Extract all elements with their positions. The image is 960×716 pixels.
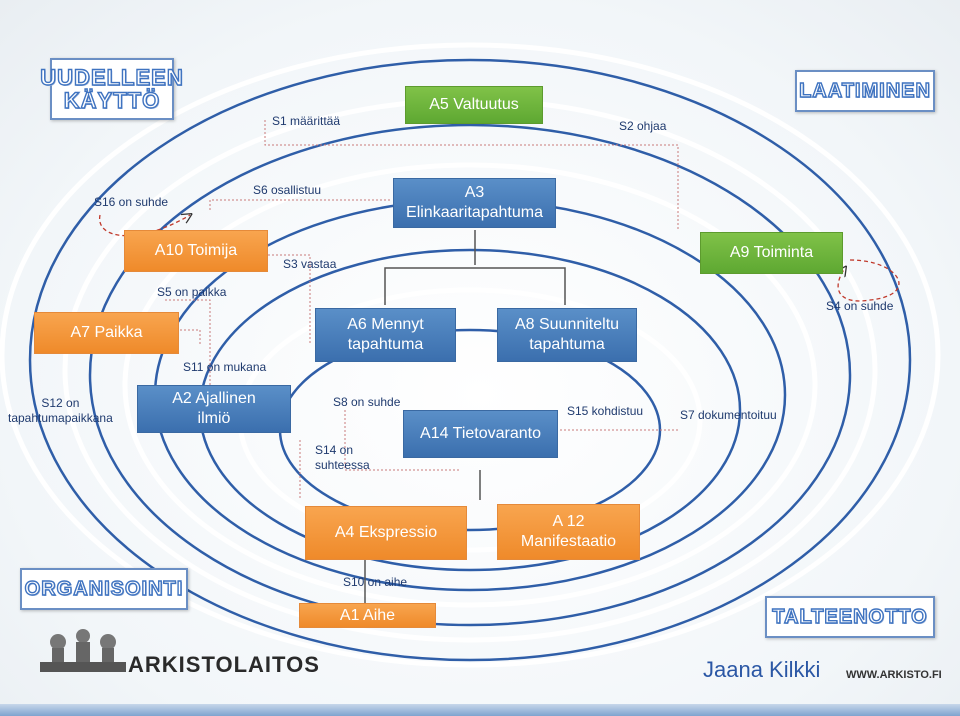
relation-s4: S4 on suhde xyxy=(826,299,894,313)
entity-a4-ekspressio[interactable]: A4 Ekspressio xyxy=(305,506,467,560)
line-s8 xyxy=(344,410,460,471)
ring-1 xyxy=(0,42,941,668)
relation-s16: S16 on suhde xyxy=(94,195,169,209)
relation-s2: S2 ohjaa xyxy=(619,119,667,133)
relation-s14: S14 on suhteessa xyxy=(315,443,370,472)
entity-a3-elinkaaritapahtuma[interactable]: A3 Elinkaaritapahtuma xyxy=(393,178,556,228)
tag-organisointi: ORGANISOINTI xyxy=(20,568,188,610)
entity-a1-aihe[interactable]: A1 Aihe xyxy=(299,603,436,628)
line-s3 xyxy=(268,254,311,345)
archive-emblem-icon xyxy=(40,629,126,672)
tag-uudelleen-kaytto: UUDELLEEN KÄYTTÖ xyxy=(40,58,183,120)
connector-a6-a8 xyxy=(384,267,566,305)
line-s11 xyxy=(180,329,201,345)
relation-s6: S6 osallistuu xyxy=(253,183,322,197)
entity-a6-mennyt-tapahtuma[interactable]: A6 Mennyt tapahtuma xyxy=(315,308,456,362)
ring-2 xyxy=(28,58,912,662)
relation-s15: S15 kohdistuu xyxy=(567,404,644,418)
author-name: Jaana Kilkki xyxy=(703,657,821,682)
ring-5 xyxy=(122,162,818,608)
relation-s10: S10 on aihe xyxy=(343,575,408,589)
ring-4 xyxy=(88,123,852,627)
entity-a2-ajallinen-ilmio[interactable]: A2 Ajallinen ilmiö xyxy=(137,385,291,433)
arc-s4 xyxy=(838,259,900,302)
entity-a8-suunniteltu-tapahtuma[interactable]: A8 Suunniteltu tapahtuma xyxy=(497,308,637,362)
line-s5 xyxy=(165,299,211,385)
line-s6 xyxy=(209,199,390,210)
entity-a10-toimija[interactable]: A10 Toimija xyxy=(124,230,268,272)
relation-s7: S7 dokumentoituu xyxy=(680,408,777,422)
logo-arkistolaitos: ARKISTOLAITOS xyxy=(128,652,320,677)
relation-s8: S8 on suhde xyxy=(333,395,401,409)
line-s1 xyxy=(264,120,679,230)
website-url[interactable]: WWW.ARKISTO.FI xyxy=(846,669,942,681)
entity-a9-toiminta[interactable]: A9 Toiminta xyxy=(700,232,843,274)
tag-laatiminen: LAATIMINEN xyxy=(795,70,935,112)
entity-a14-tietovaranto[interactable]: A14 Tietovaranto xyxy=(403,410,558,458)
entity-a12-manifestaatio[interactable]: A 12 Manifestaatio xyxy=(497,504,640,560)
tag-talteenotto: TALTEENOTTO xyxy=(765,596,935,638)
relation-s12: S12 on tapahtumapaikkana xyxy=(8,396,113,425)
entity-a7-paikka[interactable]: A7 Paikka xyxy=(34,312,179,354)
relation-s1: S1 määrittää xyxy=(272,114,341,128)
footer-divider xyxy=(0,704,960,716)
entity-a5-valtuutus[interactable]: A5 Valtuutus xyxy=(405,86,543,124)
relation-s3: S3 vastaa xyxy=(283,257,337,271)
relation-s5: S5 on paikka xyxy=(157,285,227,299)
relation-s11: S11 on mukana xyxy=(183,360,267,374)
